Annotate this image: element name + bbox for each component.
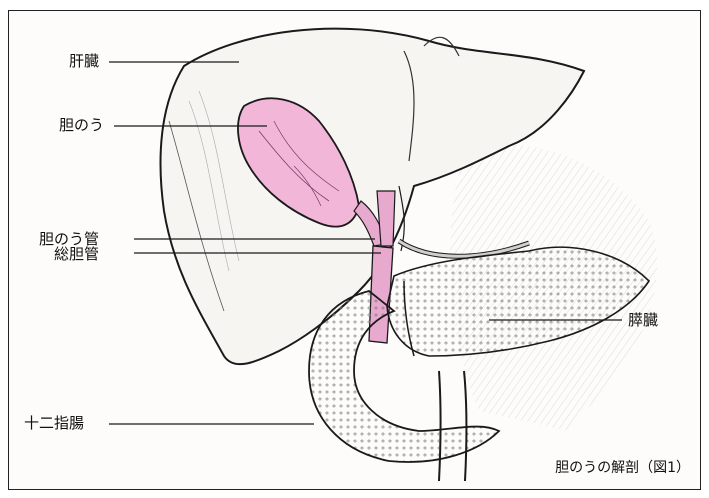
label-gallbladder: 胆のう	[59, 118, 104, 133]
gallbladder-anatomy-illustration	[9, 11, 702, 491]
label-common-bile-duct: 総胆管	[54, 247, 99, 262]
label-pancreas: 膵臓	[628, 313, 658, 328]
anatomy-figure: 肝臓 胆のう 胆のう管 総胆管 膵臓 十二指腸 胆のうの解剖（図1）	[8, 10, 701, 490]
label-liver: 肝臓	[69, 54, 99, 69]
label-duodenum: 十二指腸	[24, 416, 84, 431]
figure-caption: 胆のうの解剖（図1）	[555, 457, 690, 477]
